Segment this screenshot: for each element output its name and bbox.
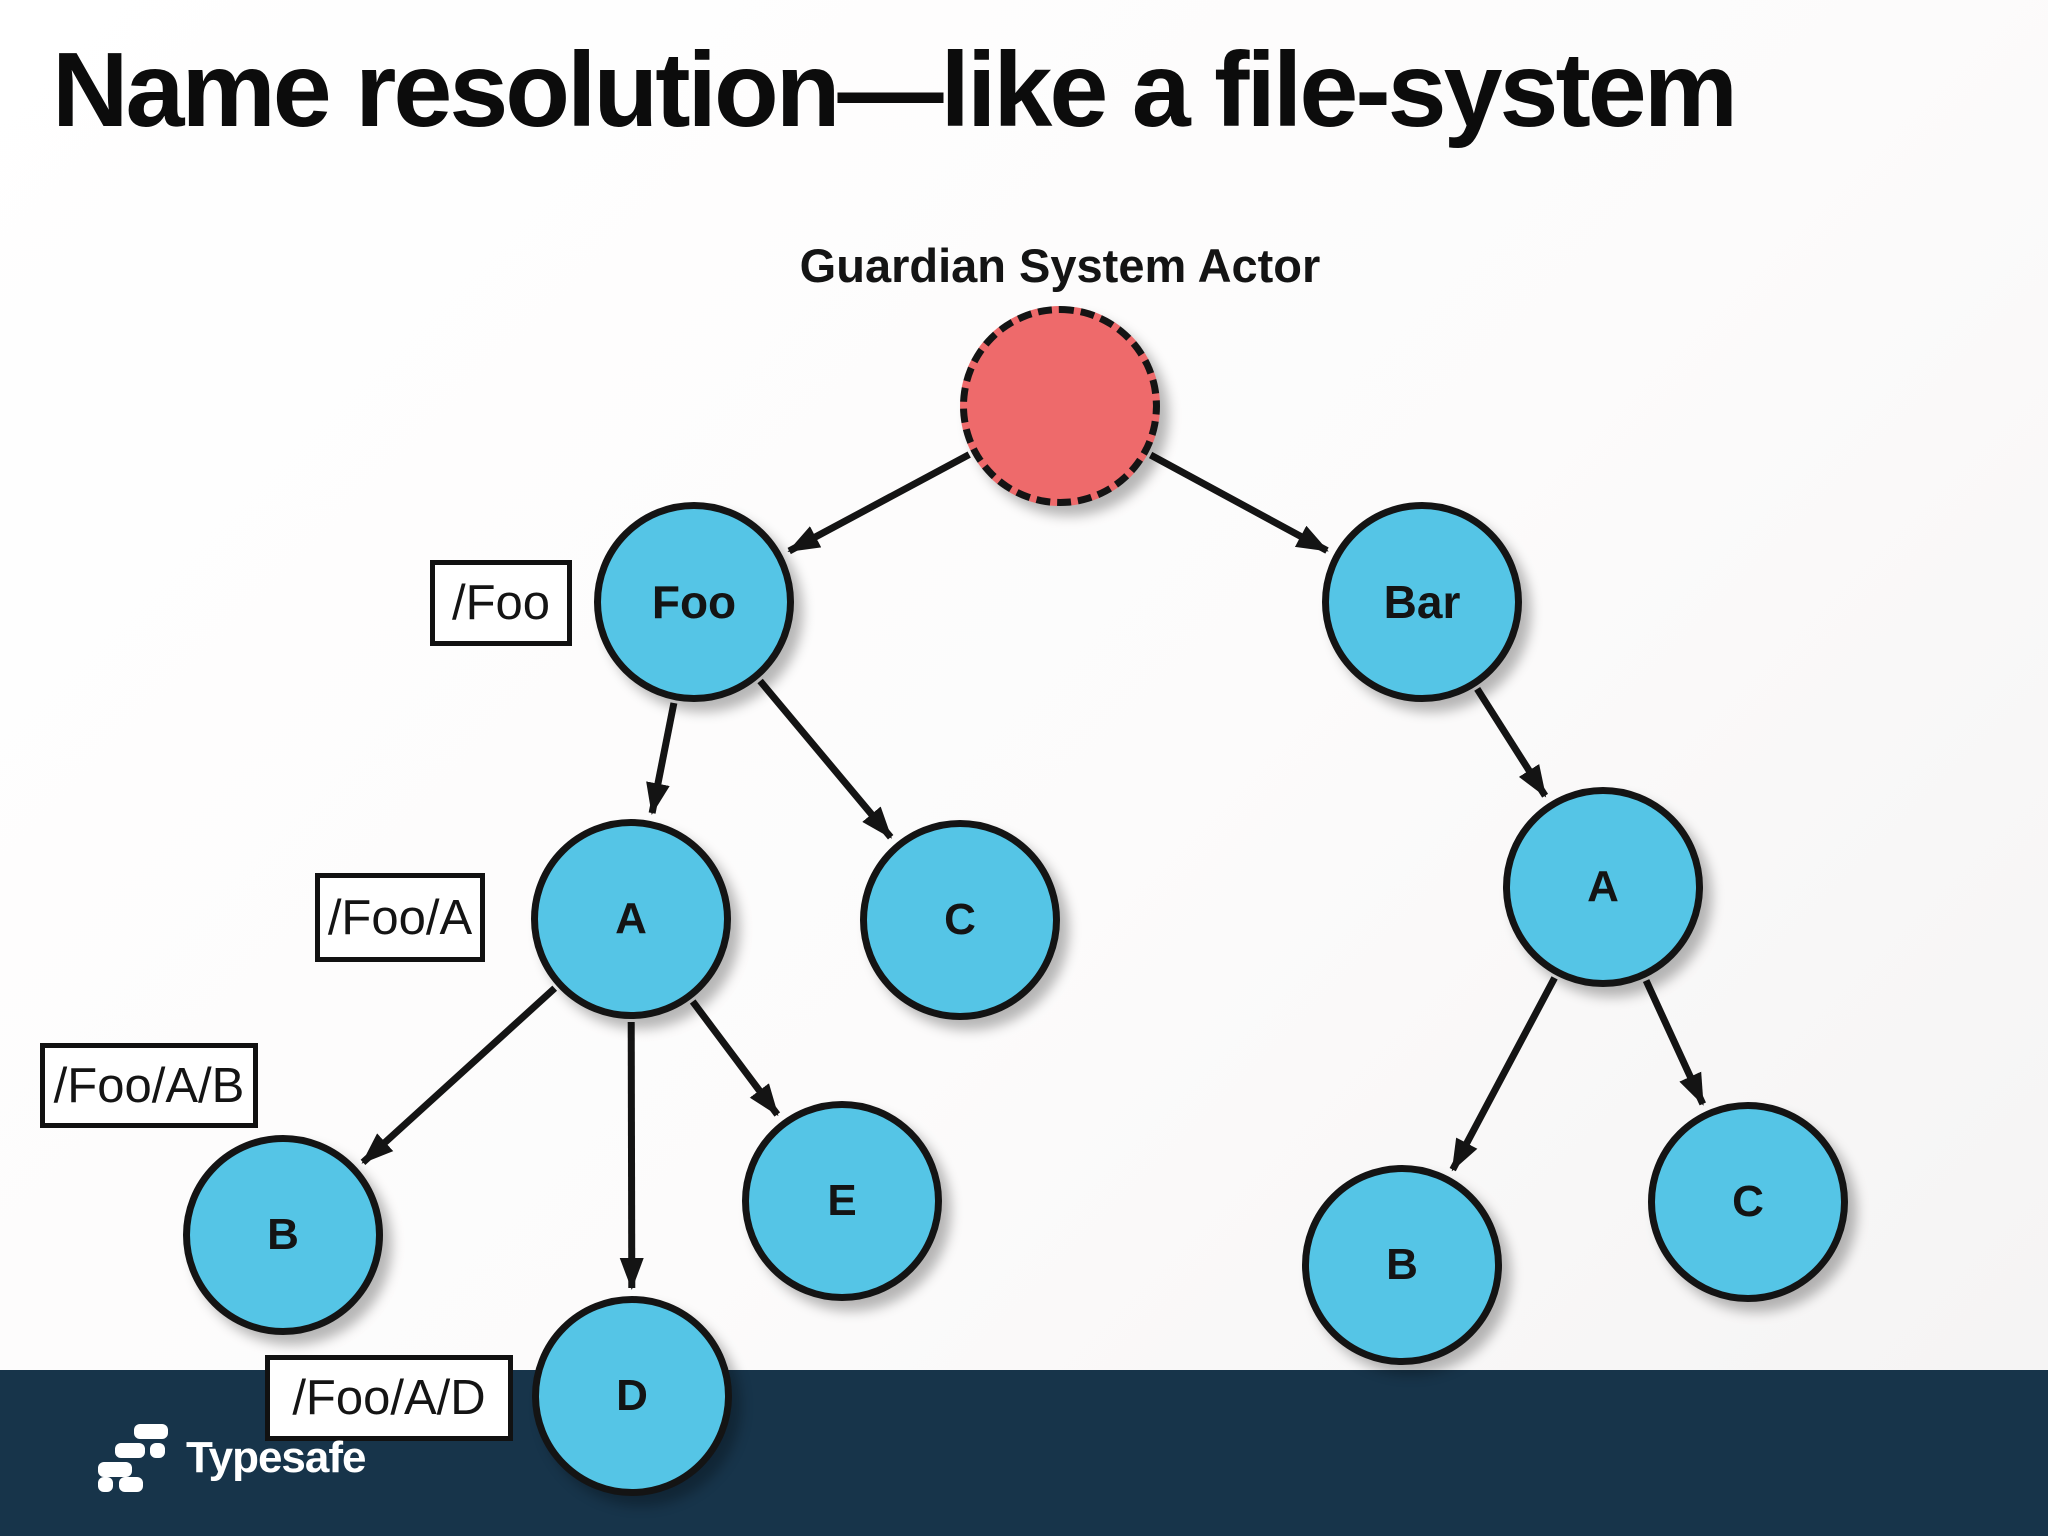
actor-node-label: B (1386, 1240, 1418, 1289)
actor-node-bar: Bar (1322, 502, 1522, 702)
edge-foo-to-foo-a (646, 702, 678, 816)
guardian-system-actor-label: Guardian System Actor (799, 239, 1321, 292)
path-label-foo: /Foo (430, 560, 572, 646)
actor-node-bar-c: C (1648, 1102, 1848, 1302)
actor-node-guardian (960, 306, 1160, 506)
actor-node-foo-a: A (531, 819, 731, 1019)
slide-title: Name resolution—like a file-system (52, 31, 1738, 149)
actor-node-foo-a-d: D (532, 1296, 732, 1496)
edge-foo-a-to-foo-a-e (689, 999, 781, 1117)
actor-node-label: A (615, 894, 647, 943)
actor-node-label: Bar (1383, 576, 1461, 628)
edge-foo-to-foo-c (757, 678, 894, 840)
actor-node-label: C (944, 895, 976, 944)
path-label-foo-a-b: /Foo/A/B (40, 1043, 258, 1128)
edge-foo-a-to-foo-a-d (619, 1021, 644, 1290)
edge-bar-a-to-bar-b (1449, 976, 1558, 1172)
actor-node-label: Foo (651, 576, 737, 628)
actor-node-label: A (1587, 862, 1619, 911)
actor-node-foo-a-e: E (742, 1101, 942, 1301)
path-label-foo-a-d: /Foo/A/D (265, 1355, 513, 1441)
actor-node-bar-b: B (1302, 1165, 1502, 1365)
actor-node-label: B (267, 1210, 299, 1259)
edge-foo-a-to-foo-a-b (360, 985, 558, 1165)
edge-bar-to-bar-a (1474, 687, 1549, 798)
actor-node-label: D (616, 1371, 648, 1420)
brand-wordmark: Typesafe (186, 1433, 366, 1482)
edge-guardian-to-foo (787, 451, 971, 555)
actor-node-foo-a-b: B (183, 1135, 383, 1335)
actor-node-foo-c: C (860, 820, 1060, 1020)
actor-node-label: C (1732, 1177, 1764, 1226)
actor-node-label: E (827, 1176, 857, 1225)
path-label-foo-a: /Foo/A (315, 873, 485, 962)
actor-node-foo: Foo (594, 502, 794, 702)
typesafe-logo-icon (98, 1424, 168, 1492)
edge-bar-a-to-bar-c (1642, 979, 1706, 1106)
brand-lockup: Typesafe (98, 1420, 366, 1496)
edge-guardian-to-bar (1148, 451, 1329, 554)
actor-node-bar-a: A (1503, 787, 1703, 987)
